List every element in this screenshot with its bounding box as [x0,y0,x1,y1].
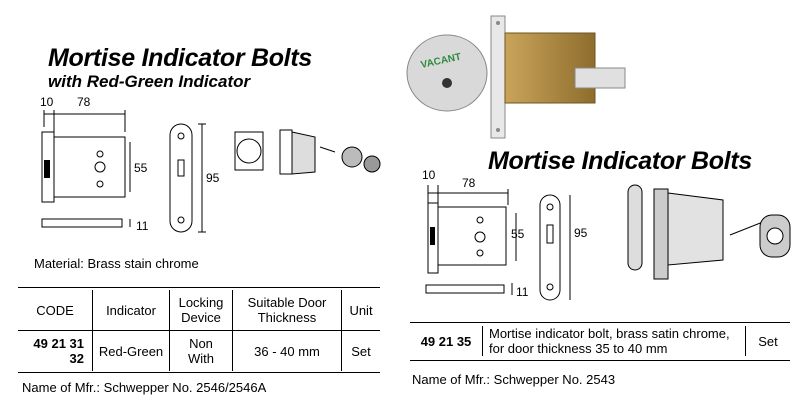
left-material-label: Material: [34,256,84,271]
row-code: 49 21 31 32 [18,330,93,371]
right-table-top-rule [410,322,790,323]
row-locking: Non With [169,330,233,371]
right-dim-78: 78 [462,176,476,190]
right-technical-drawing: 10 78 55 95 11 [422,168,791,301]
right-dim-95: 95 [574,226,588,240]
row-thickness: 36 - 40 mm [232,330,342,371]
table-row: 49 21 31 32 Red-Green Non With 36 - 40 m… [18,330,380,371]
left-table-bottom-rule [18,372,380,373]
right-title: Mortise Indicator Bolts [488,147,752,175]
header-locking: Locking Device [169,290,233,331]
header-code: CODE [18,290,93,331]
right-row-unit: Set [758,333,778,349]
left-manufacturer: Name of Mfr.: Schwepper No. 2546/2546A [22,380,267,395]
left-table-header: CODE Indicator Locking Device Suitable D… [18,290,380,331]
table-row: 49 21 35 Mortise indicator bolt, brass s… [410,326,790,356]
header-door-thickness: Suitable Door Thickness [232,290,342,331]
left-table-top-rule [18,287,380,288]
left-dim-10: 10 [40,95,54,109]
left-dim-78: 78 [77,95,91,109]
right-spec-table: 49 21 35 Mortise indicator bolt, brass s… [410,326,790,356]
right-row-description: Mortise indicator bolt, brass satin chro… [482,326,746,356]
left-dim-55: 55 [134,161,148,175]
left-dim-95: 95 [206,171,220,185]
row-unit: Set [351,343,371,359]
right-product-photo: VACANT [406,15,626,139]
right-row-code: 49 21 35 [410,326,483,356]
right-table-bottom-rule [410,360,790,361]
left-material: Material: Brass stain chrome [34,256,199,271]
left-material-value: Brass stain chrome [87,256,199,271]
right-dim-10: 10 [422,168,436,182]
right-dim-55: 55 [511,227,525,241]
left-dim-11: 11 [136,219,149,233]
header-indicator: Indicator [92,290,170,331]
left-technical-drawing: 10 78 55 95 11 [40,95,381,233]
left-title: Mortise Indicator Bolts [48,44,312,72]
left-subtitle: with Red-Green Indicator [48,72,251,91]
right-manufacturer: Name of Mfr.: Schwepper No. 2543 [412,372,616,387]
right-dim-11: 11 [516,285,529,299]
row-indicator: Red-Green [92,330,170,371]
left-spec-table: CODE Indicator Locking Device Suitable D… [18,290,380,371]
header-unit: Unit [341,290,380,331]
